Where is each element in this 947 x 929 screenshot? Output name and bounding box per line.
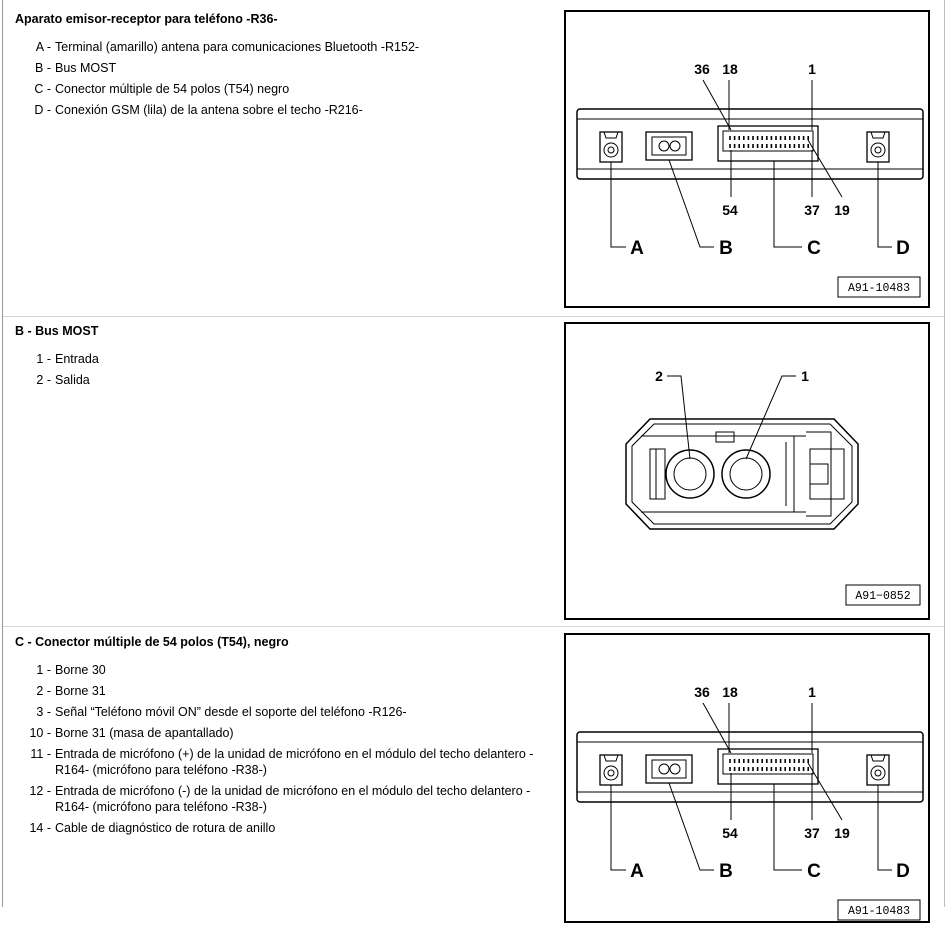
list-item: 11 -Entrada de micrófono (+) de la unida… [0,746,560,778]
antenna-port-right [866,131,890,163]
item-key: A [35,40,44,54]
figure-code: A91−0852 [855,590,910,603]
unit-diagram: 36 18 1 54 37 19 A B C D A91-10483 [576,61,924,298]
callout-letter: A [630,861,644,882]
item-key: 1 [36,663,44,677]
list-item: 2 -Salida [0,372,560,388]
leader-lines [610,79,892,248]
item-key: 2 [36,684,44,698]
unit-diagram: 36 18 1 54 37 19 A B C D A91-10483 [576,684,924,921]
list-item: C -Conector múltiple de 54 polos (T54) n… [0,81,560,97]
item-text: Terminal (amarillo) antena para comunica… [55,40,420,54]
item-key: D [34,103,44,117]
list-item: 12 -Entrada de micrófono (-) de la unida… [0,783,560,815]
section-title: Aparato emisor-receptor para teléfono -R… [15,12,278,26]
pin-label: 18 [722,684,738,700]
legend-list: A -Terminal (amarillo) antena para comun… [0,39,560,123]
unit-body-drawing [576,108,924,180]
pin-label: 54 [722,202,738,218]
item-text: Bus MOST [55,61,117,75]
callout-letter: B [719,238,733,259]
unit-body-drawing [576,731,924,803]
pin-label: 1 [808,684,816,700]
right-border-line [944,0,945,907]
list-item: A -Terminal (amarillo) antena para comun… [0,39,560,55]
item-text: Salida [55,373,90,387]
item-key: B [35,61,44,75]
antenna-port-right [866,754,890,786]
list-item: 2 -Borne 31 [0,683,560,699]
section-title: C - Conector múltiple de 54 polos (T54),… [15,635,289,649]
figure-code-box [837,276,921,298]
figure-most-connector: 2 1 A91−0852 [564,322,930,620]
t54-port [717,125,819,162]
item-text: Conector múltiple de 54 polos (T54) negr… [55,82,290,96]
leader-lines [610,702,892,871]
section-divider [3,626,944,627]
figure-radio-unit-t54: 36 18 1 54 37 19 A B C D A91-10483 [564,633,930,923]
item-key: 2 [36,373,44,387]
antenna-port-left [599,131,623,163]
callout-letter: B [719,861,733,882]
legend-list: 1 -Borne 30 2 -Borne 31 3 -Señal “Teléfo… [0,662,560,841]
item-key: 11 [30,747,44,761]
item-text: Entrada de micrófono (+) de la unidad de… [55,747,534,777]
list-item: B -Bus MOST [0,60,560,76]
most-port [645,754,693,784]
most-connector-diagram: 2 1 A91−0852 [625,368,921,606]
list-item: 1 -Borne 30 [0,662,560,678]
item-text: Señal “Teléfono móvil ON” desde el sopor… [55,705,407,719]
figure-code: A91-10483 [848,282,910,295]
item-text: Entrada [55,352,99,366]
item-key: 3 [36,705,44,719]
callout-letter: C [807,238,821,259]
item-text: Borne 30 [55,663,106,677]
callout-letter: D [896,238,910,259]
pin-label: 19 [834,202,850,218]
connector-housing-drawing [625,418,859,530]
list-item: 1 -Entrada [0,351,560,367]
antenna-port-left [599,754,623,786]
item-key: 10 [29,726,44,740]
pin-label: 18 [722,61,738,77]
pin-label: 54 [722,825,738,841]
item-text: Entrada de micrófono (-) de la unidad de… [55,784,531,814]
leader-lines [667,375,796,460]
item-key: 14 [29,821,44,835]
list-item: 3 -Señal “Teléfono móvil ON” desde el so… [0,704,560,720]
pin-label: 37 [804,825,820,841]
figure-radio-unit: 36 18 1 54 37 19 A B C D A91-10483 [564,10,930,308]
callout-letter: A [630,238,644,259]
pin-label: 1 [801,368,809,384]
left-border-line [2,0,3,907]
item-text: Cable de diagnóstico de rotura de anillo [55,821,276,835]
list-item: D -Conexión GSM (lila) de la antena sobr… [0,102,560,118]
list-item: 10 -Borne 31 (masa de apantallado) [0,725,560,741]
pin-label: 1 [808,61,816,77]
legend-list: 1 -Entrada 2 -Salida [0,351,560,393]
pin-label: 37 [804,202,820,218]
item-text: Borne 31 (masa de apantallado) [55,726,234,740]
callout-letter: D [896,861,910,882]
item-key: 12 [29,784,44,798]
callout-letter: C [807,861,821,882]
section-divider [3,316,944,317]
pin-label: 36 [694,684,710,700]
pin-label: 19 [834,825,850,841]
list-item: 14 -Cable de diagnóstico de rotura de an… [0,820,560,836]
item-text: Conexión GSM (lila) de la antena sobre e… [55,103,363,117]
most-port [645,131,693,161]
item-text: Borne 31 [55,684,106,698]
t54-port [717,748,819,785]
pin-label: 36 [694,61,710,77]
item-key: C [34,82,44,96]
item-key: 1 [36,352,44,366]
pin-label: 2 [655,368,663,384]
figure-code-box [845,584,921,606]
section-title: B - Bus MOST [15,324,99,338]
